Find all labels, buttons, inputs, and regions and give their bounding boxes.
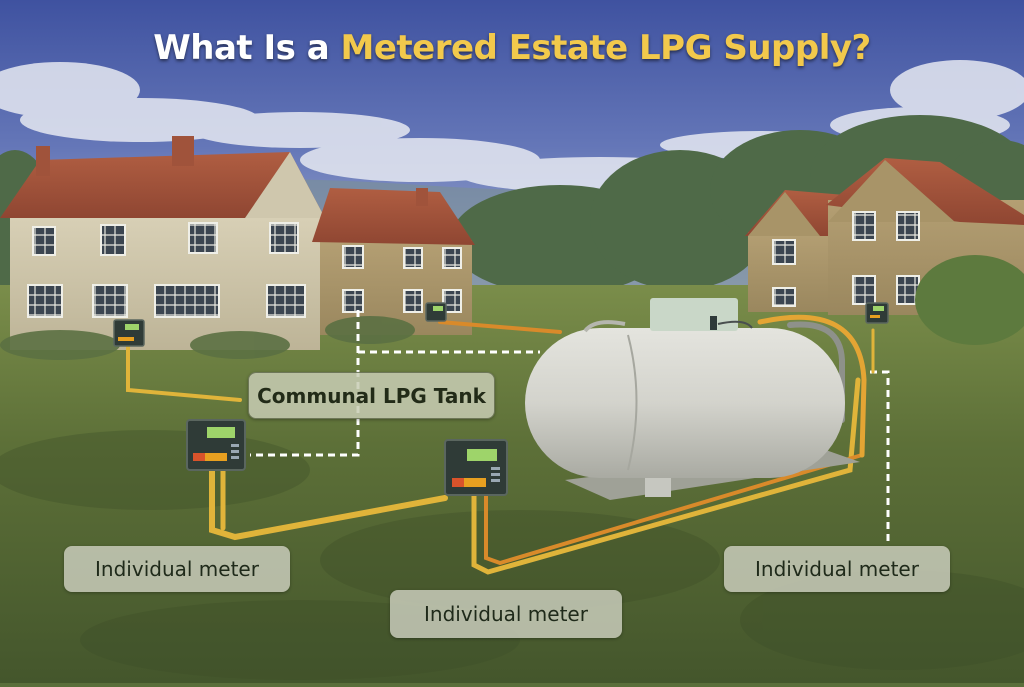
gas-pipes — [126, 314, 875, 575]
house-right — [745, 158, 1024, 345]
label-individual-meter-right: Individual meter — [724, 546, 950, 592]
meters — [113, 302, 889, 496]
meter-ground-left — [186, 419, 246, 471]
label-individual-meter-center: Individual meter — [390, 590, 622, 638]
dashed-connectors — [250, 310, 890, 545]
label-individual-meter-left: Individual meter — [64, 546, 290, 592]
meter-ground-center — [444, 439, 508, 496]
meter-house-middle — [425, 302, 447, 322]
page-title: What Is a Metered Estate LPG Supply? — [0, 28, 1024, 68]
meter-house-left — [113, 319, 145, 347]
lpg-tank — [525, 298, 860, 500]
house-middle — [312, 188, 475, 335]
title-highlight: Metered Estate LPG Supply? — [340, 28, 871, 68]
title-prefix: What Is a — [153, 28, 341, 68]
meter-house-right — [865, 302, 889, 324]
house-left — [0, 136, 325, 350]
label-communal-tank: Communal LPG Tank — [248, 372, 495, 419]
